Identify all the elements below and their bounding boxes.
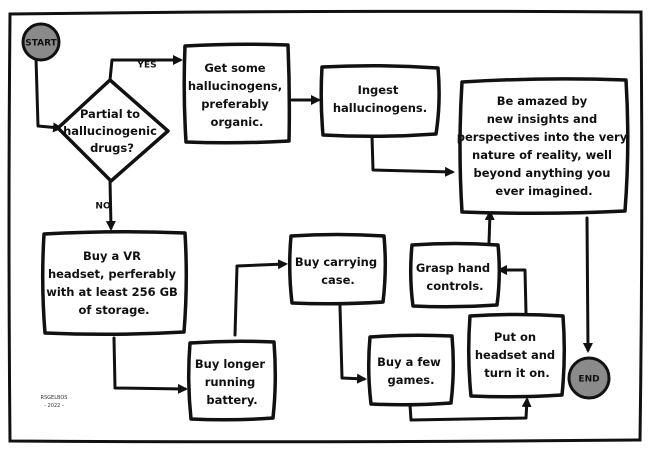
arrow-vr-to-battery <box>112 336 188 394</box>
grasp-controls-text: Grasp hand controls. <box>416 261 494 293</box>
buy-vr-headset-box <box>40 229 189 337</box>
arrow-decision-no <box>105 178 116 231</box>
start-label: START <box>25 39 57 49</box>
put-on-headset-text: Put on headset and turn it on. <box>475 330 559 380</box>
credit-name: RSGELBOS <box>41 395 68 401</box>
arrow-decision-yes <box>108 55 183 82</box>
buy-case-box <box>287 232 388 306</box>
start-node: START <box>21 22 61 62</box>
arrow-start-to-decision <box>34 56 63 133</box>
put-on-headset-node: Put on headset and turn it on. <box>466 312 567 399</box>
be-amazed-box <box>458 77 630 216</box>
credit-year: - 2022 - <box>44 403 64 409</box>
yes-label: YES <box>136 61 156 71</box>
ingest-text: Ingest hallucinogens. <box>333 83 427 115</box>
grasp-controls-box <box>408 241 502 309</box>
get-hallucinogens-box <box>182 42 292 145</box>
no-label: NO <box>95 202 111 212</box>
put-on-headset-box <box>466 312 567 399</box>
ingest-node: Ingest hallucinogens. <box>319 63 441 139</box>
connectors <box>34 55 593 422</box>
buy-case-node: Buy carrying case. <box>287 232 388 306</box>
arrow-amazed-to-end <box>582 216 593 353</box>
buy-games-text: Buy a few games. <box>377 355 445 387</box>
arrow-case-to-games <box>338 304 367 384</box>
arrow-headset-to-grasp <box>497 265 528 315</box>
be-amazed-text: Be amazed by new insights and perspectiv… <box>457 94 631 198</box>
ingest-box <box>319 63 441 139</box>
get-hallucinogens-text: Get some hallucinogens, preferably organ… <box>188 61 286 129</box>
artist-credit: RSGELBOS - 2022 - <box>41 395 68 409</box>
buy-vr-headset-node: Buy a VR headset, perferably with at lea… <box>40 229 189 337</box>
be-amazed-node: Be amazed by new insights and perspectiv… <box>457 77 631 216</box>
arrow-games-to-headset <box>408 397 532 422</box>
grasp-controls-node: Grasp hand controls. <box>408 241 502 309</box>
get-hallucinogens-node: Get some hallucinogens, preferably organ… <box>182 42 292 145</box>
arrow-grasp-to-amazed <box>484 210 495 245</box>
decision-node: Partial to hallucinogenic drugs? <box>56 78 170 183</box>
decision-diamond <box>56 78 170 183</box>
buy-battery-node: Buy longer running battery. <box>186 339 278 422</box>
buy-battery-text: Buy longer running battery. <box>195 357 269 407</box>
arrow-battery-to-case <box>233 259 288 337</box>
arrow-ingest-to-amazed <box>370 134 455 177</box>
decision-text: Partial to hallucinogenic drugs? <box>63 107 161 155</box>
start-circle <box>21 22 61 62</box>
end-label: END <box>578 375 599 385</box>
buy-games-node: Buy a few games. <box>366 333 456 407</box>
end-node: END <box>567 356 611 400</box>
end-circle <box>567 356 611 400</box>
buy-games-box <box>366 333 456 407</box>
buy-battery-box <box>186 339 278 422</box>
buy-vr-headset-text: Buy a VR headset, perferably with at lea… <box>46 249 182 317</box>
buy-case-text: Buy carrying case. <box>295 255 381 287</box>
